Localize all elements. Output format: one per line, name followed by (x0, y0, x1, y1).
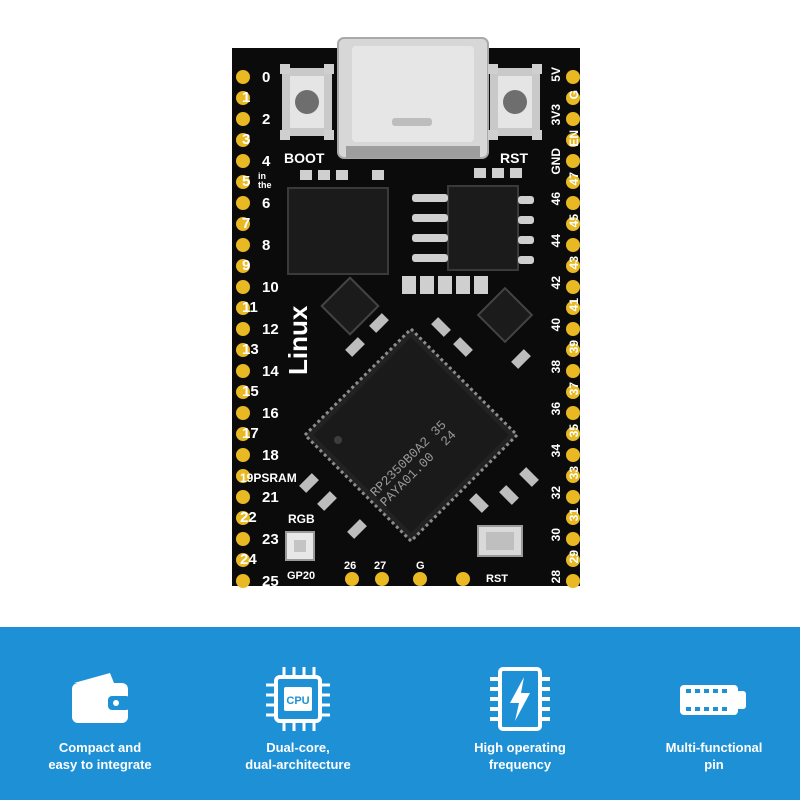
right-pin-label: 31 (567, 508, 581, 522)
feature-caption: Compact and easy to integrate (0, 739, 200, 773)
right-pin-label: 44 (549, 234, 563, 248)
right-pin-label: 41 (567, 298, 581, 312)
left-pin-label: 10 (262, 279, 279, 296)
right-pin-label: 46 (549, 192, 563, 206)
feature-caption-line2: pin (704, 757, 724, 772)
feature-compact: Compact and easy to integrate (0, 627, 200, 800)
regulator-chip (320, 276, 380, 336)
right-pin-label: 35 (567, 424, 581, 438)
boot-button-graphic (280, 64, 334, 140)
left-pin-label: 2 (262, 111, 271, 128)
left-pin-label: 9 (242, 257, 251, 274)
left-pin-label: 21 (262, 489, 279, 506)
feature-caption-line1: High operating (474, 740, 566, 755)
left-pin-label: 5 (242, 173, 251, 190)
transistor (476, 286, 534, 344)
right-pin-label: 40 (549, 318, 563, 332)
left-pin-label: 13 (242, 341, 259, 358)
right-pin-label: 32 (549, 486, 563, 500)
rst-button-graphic (488, 64, 542, 140)
wallet-icon (72, 673, 130, 723)
left-pin-label: 17 (242, 425, 259, 442)
left-pin-label: 23 (262, 531, 279, 548)
right-pin-label: G (567, 90, 581, 100)
left-pin-pads (236, 70, 250, 588)
left-pin-label: 25 (262, 573, 279, 590)
bottom-pin-label: 26 (344, 560, 357, 572)
right-pin-label: 3V3 (549, 104, 563, 126)
board-photo: 0 1 2 3 4 5 6 7 8 9 10 11 12 13 14 15 16… (232, 37, 581, 590)
feature-caption-line1: Dual-core, (266, 740, 330, 755)
right-pin-label: GND (549, 148, 563, 175)
bottom-pin-label: G (416, 560, 425, 572)
cpu-icon: CPU (266, 667, 330, 731)
feature-dual-core: CPU Dual-core, dual-architecture (198, 627, 398, 800)
right-pin-label: 47 (567, 172, 581, 186)
cpu-icon-text: CPU (286, 695, 309, 707)
right-pin-label: 29 (567, 550, 581, 564)
boot-label: BOOT (284, 150, 325, 166)
right-pin-label: 39 (567, 340, 581, 354)
right-pin-label: EN (567, 130, 581, 147)
feature-caption-line2: frequency (488, 757, 552, 772)
right-pin-label: 42 (549, 276, 563, 290)
lightning-chip-icon (490, 667, 550, 731)
left-pin-label: 12 (262, 321, 279, 338)
feature-caption: High operating frequency (420, 739, 620, 773)
pin-header-icon (680, 685, 746, 715)
mcu-chip (302, 326, 520, 544)
right-pin-label: 36 (549, 402, 563, 416)
right-pin-label: 38 (549, 360, 563, 374)
feature-multi-pin: Multi-functional pin (614, 627, 800, 800)
left-pin-label: 7 (242, 215, 251, 232)
right-pin-label: 28 (549, 570, 563, 584)
feature-caption-line1: Multi-functional (665, 740, 763, 755)
right-pin-label: 5V (549, 67, 563, 82)
feature-caption-line1: Compact and (58, 740, 142, 755)
left-pin-label: 19PSRAM (240, 471, 297, 485)
left-pin-label: 22 (240, 509, 257, 526)
right-pin-label: 30 (549, 528, 563, 542)
bottom-pin-pads (345, 572, 470, 586)
in-the-label-2: the (258, 180, 272, 190)
right-pin-label: 43 (567, 256, 581, 270)
right-pin-pads (566, 70, 580, 588)
right-pin-label: 37 (567, 382, 581, 396)
left-pin-label: 15 (242, 383, 259, 400)
right-pin-label: 33 (567, 466, 581, 480)
left-pin-label: 4 (262, 153, 271, 170)
linux-label: Linux (283, 305, 313, 375)
left-pin-label: 24 (240, 551, 257, 568)
bottom-pin-label: GP20 (287, 570, 316, 582)
rst-label: RST (500, 150, 528, 166)
left-pin-label: 0 (262, 69, 271, 86)
board-drawing (232, 37, 580, 588)
rgb-label: RGB (288, 512, 315, 526)
in-the-label-1: in (258, 171, 266, 181)
left-pin-label: 6 (262, 195, 271, 212)
psram-chip (412, 185, 534, 271)
bottom-pin-label: RST (486, 573, 508, 585)
left-pin-label: 18 (262, 447, 279, 464)
feature-caption-line2: dual-architecture (245, 757, 351, 772)
left-pin-label: 8 (262, 237, 271, 254)
feature-banner: Compact and easy to integrate CPU Dual-c… (0, 627, 800, 800)
left-pin-label: 3 (242, 131, 251, 148)
left-pin-label: 11 (242, 299, 258, 316)
left-pin-label: 1 (242, 89, 251, 106)
left-pin-label: 16 (262, 405, 279, 422)
feature-caption: Dual-core, dual-architecture (198, 739, 398, 773)
feature-frequency: High operating frequency (420, 627, 620, 800)
flash-chip (287, 187, 389, 275)
feature-caption: Multi-functional pin (614, 739, 800, 773)
bottom-pin-label: 27 (374, 560, 387, 572)
feature-caption-line2: easy to integrate (48, 757, 152, 772)
right-pin-label: 34 (549, 444, 563, 458)
left-pin-label: 14 (262, 363, 279, 380)
right-pin-label: 45 (567, 214, 581, 228)
